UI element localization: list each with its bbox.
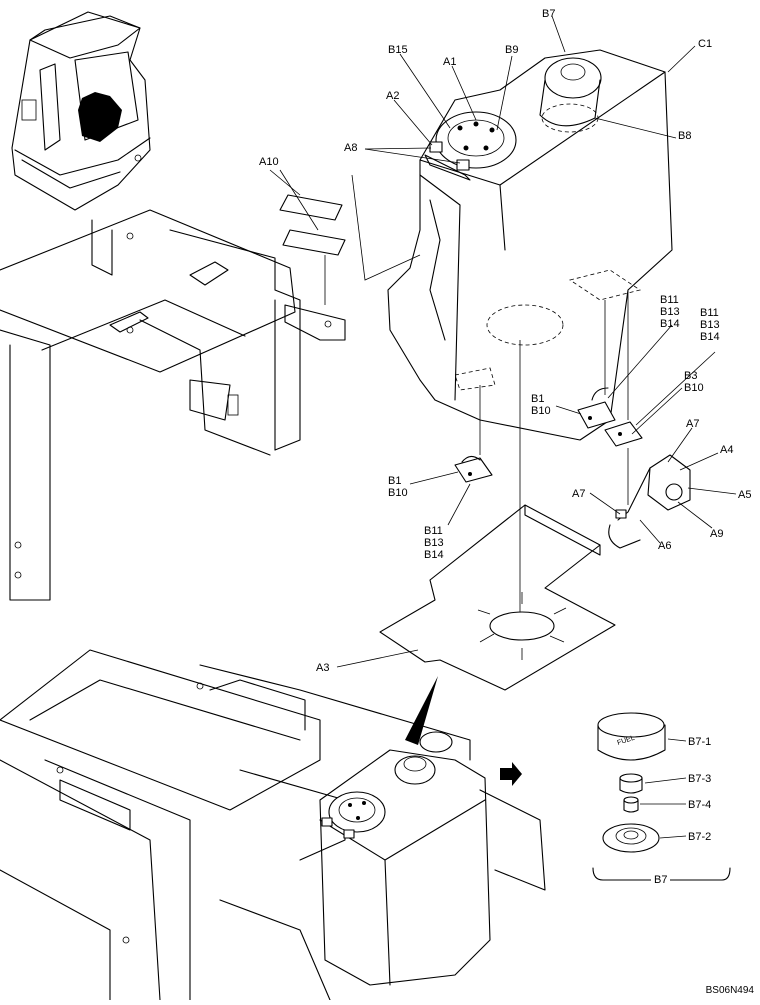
brackets bbox=[454, 290, 643, 620]
label-b11-b13-b14-lower: B11 B13 B14 bbox=[424, 525, 444, 561]
label-a9: A9 bbox=[710, 528, 724, 540]
reference-code: BS06N494 bbox=[705, 985, 754, 996]
label-b1-b10-lower: B1 B10 bbox=[388, 475, 408, 499]
a10-shims bbox=[269, 169, 421, 305]
upper-frame bbox=[0, 209, 346, 601]
lower-assembly bbox=[0, 649, 546, 1001]
fuel-tank bbox=[387, 49, 673, 441]
label-b7-group: B7 bbox=[651, 874, 671, 886]
label-b9: B9 bbox=[505, 44, 519, 56]
label-a6: A6 bbox=[658, 540, 672, 552]
label-a5: A5 bbox=[738, 489, 752, 501]
label-a8: A8 bbox=[344, 142, 358, 154]
excavator-thumbnail bbox=[11, 11, 151, 211]
label-b11-b13-b14-left: B11 B13 B14 bbox=[660, 294, 680, 330]
label-a7-upper: A7 bbox=[686, 418, 700, 430]
label-c1: C1 bbox=[698, 38, 713, 50]
label-b7-4: B7-4 bbox=[688, 799, 712, 811]
a3-shield bbox=[379, 504, 616, 691]
label-b11-b13-b14-right: B11 B13 B14 bbox=[700, 307, 720, 343]
label-b7-1: B7-1 bbox=[688, 736, 712, 748]
label-a7-lower: A7 bbox=[572, 488, 586, 500]
label-b3-b10: B3 B10 bbox=[684, 370, 704, 394]
label-b7: B7 bbox=[542, 8, 556, 20]
label-a10: A10 bbox=[259, 156, 279, 168]
label-a3: A3 bbox=[316, 662, 330, 674]
vent-pipe bbox=[608, 448, 691, 549]
label-a2: A2 bbox=[386, 90, 400, 102]
label-b7-3: B7-3 bbox=[688, 773, 712, 785]
label-b15: B15 bbox=[388, 44, 408, 56]
label-a4: A4 bbox=[720, 444, 734, 456]
label-b1-b10-upper: B1 B10 bbox=[531, 393, 551, 417]
b7-cap-breakdown: FUEL bbox=[592, 712, 731, 881]
label-a1: A1 bbox=[443, 56, 457, 68]
leader-lines bbox=[336, 15, 737, 839]
label-b8: B8 bbox=[678, 130, 692, 142]
label-b7-2: B7-2 bbox=[688, 831, 712, 843]
